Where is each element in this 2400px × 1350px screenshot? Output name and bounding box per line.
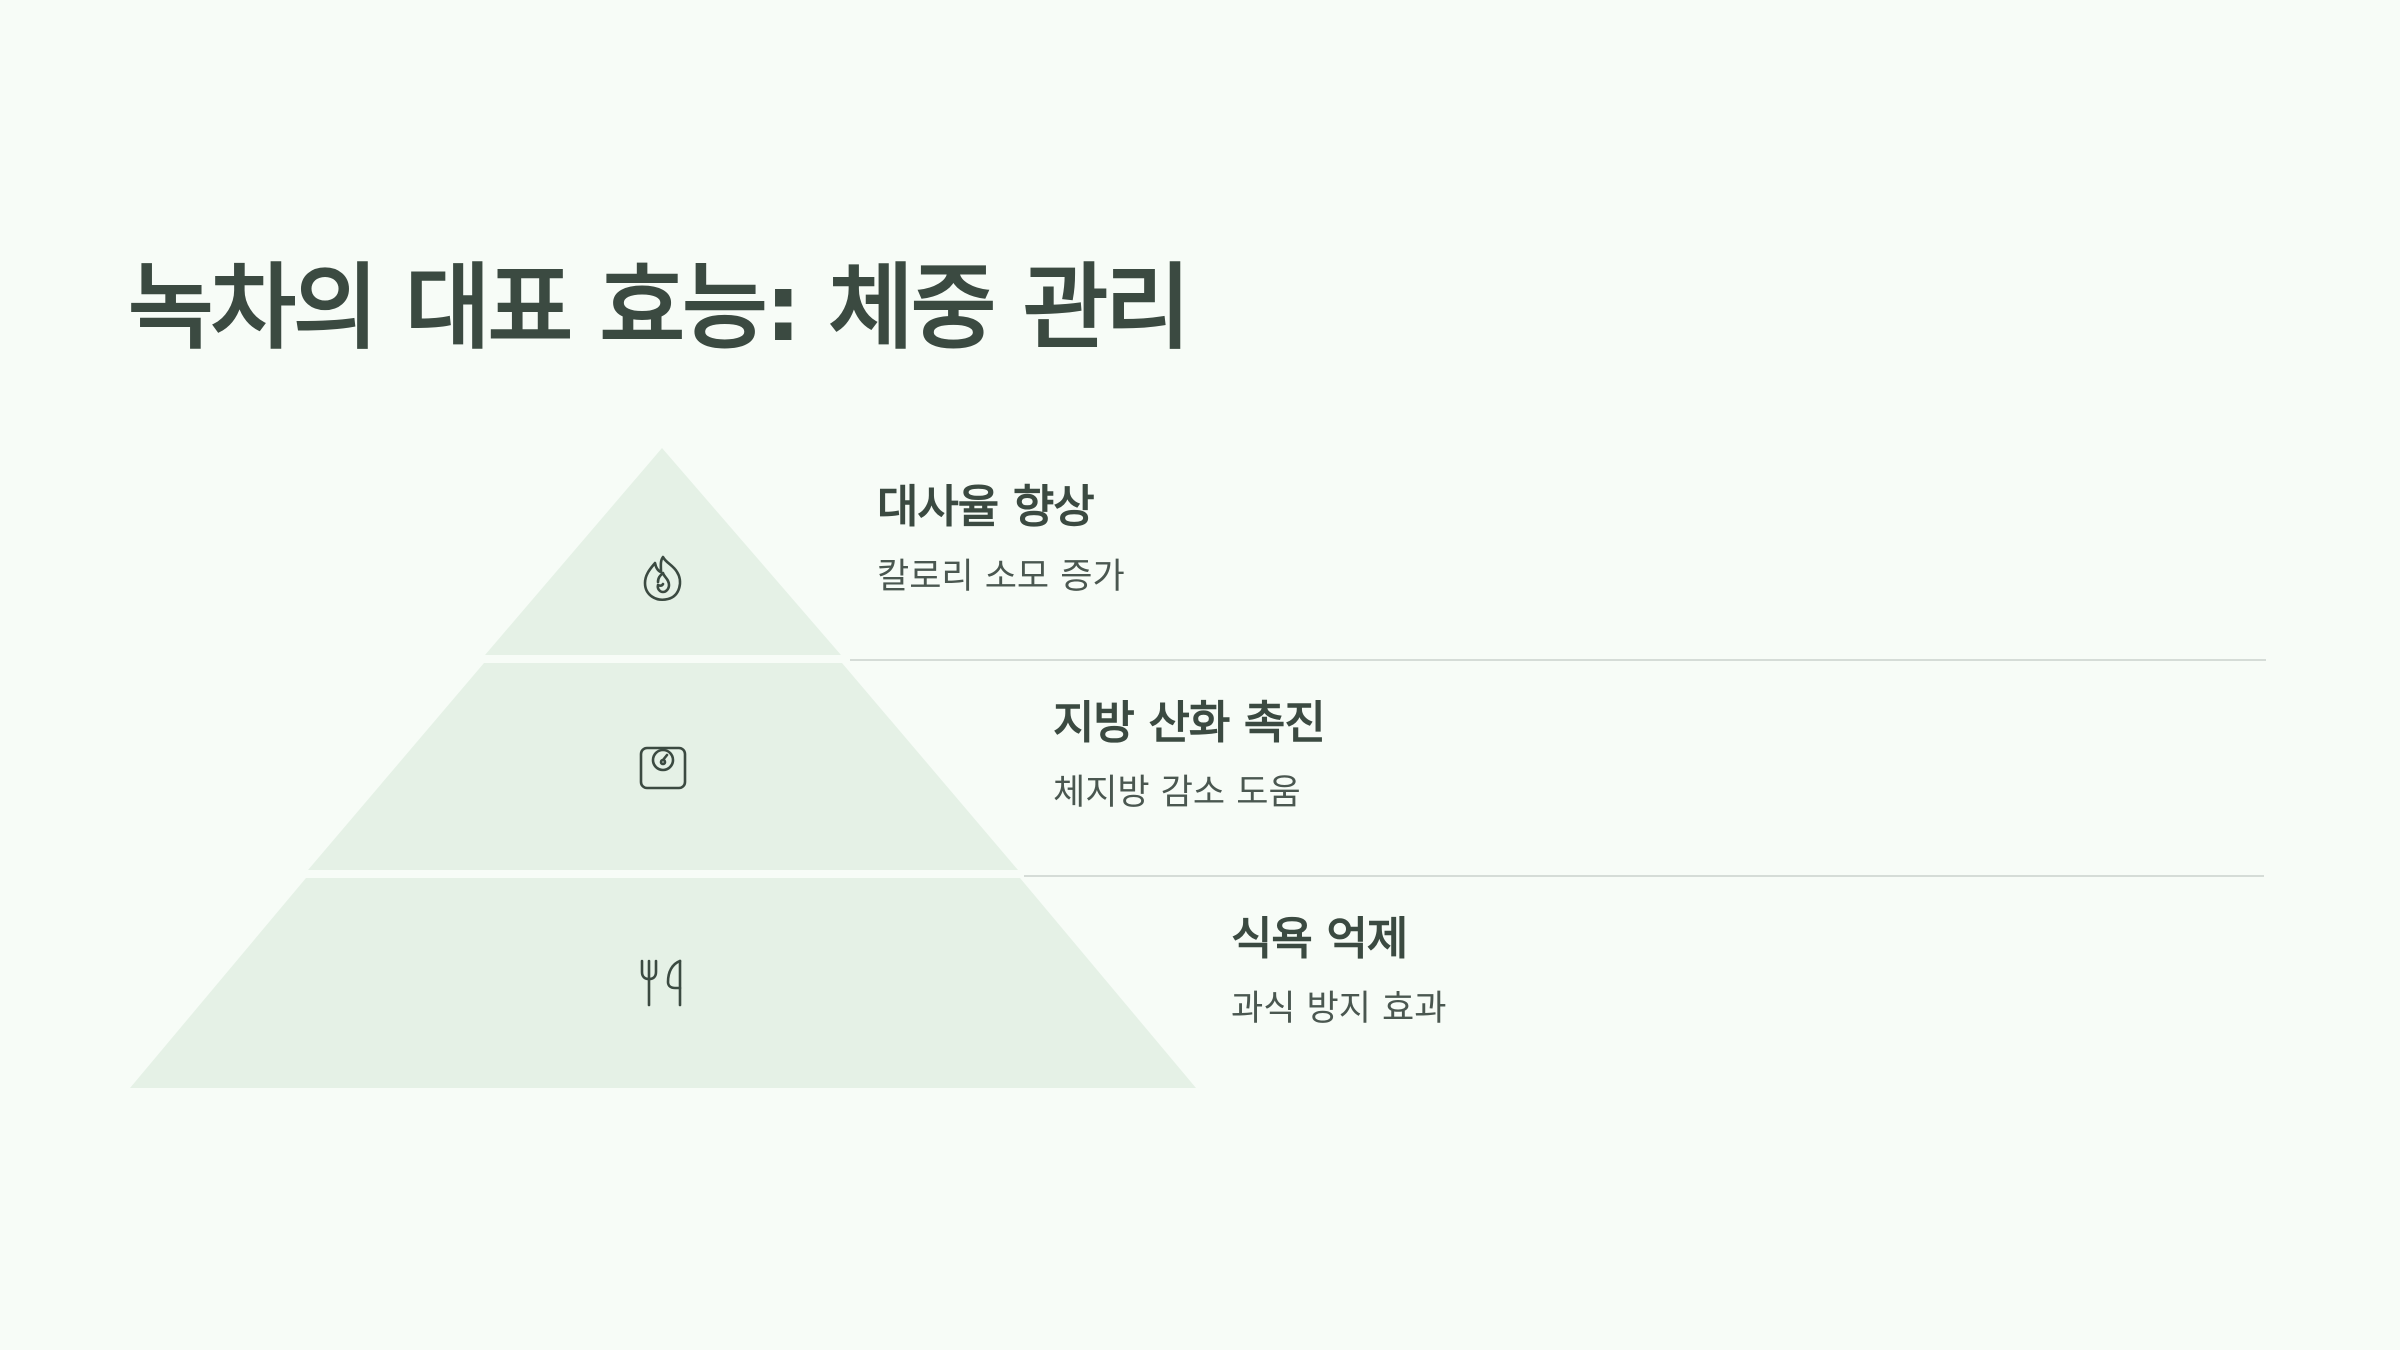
tier-3-description: 과식 방지 효과 <box>1231 989 1447 1029</box>
flame-icon <box>638 553 688 603</box>
tier-3-text: 식욕 억제 과식 방지 효과 <box>1231 912 1446 1030</box>
tier-divider-2 <box>1024 875 2264 877</box>
tier-1-description: 칼로리 소모 증가 <box>877 557 1125 597</box>
pyramid-tier-bottom <box>130 878 1196 1088</box>
tier-3-heading: 식욕 억제 <box>1231 912 1408 965</box>
slide-title: 녹차의 대표 효능: 체중 관리 <box>128 254 1191 362</box>
tier-1-text: 대사율 향상 칼로리 소모 증가 <box>877 480 1125 598</box>
tier-2-heading: 지방 산화 촉진 <box>1053 696 1326 749</box>
pyramid-tier-middle <box>308 663 1018 870</box>
tier-2-text: 지방 산화 촉진 체지방 감소 도움 <box>1053 696 1326 814</box>
pyramid-tier-top <box>485 448 841 655</box>
scale-icon <box>638 743 688 793</box>
fork-knife-icon <box>638 958 688 1008</box>
tier-2-description: 체지방 감소 도움 <box>1053 773 1301 813</box>
tier-1-heading: 대사율 향상 <box>877 480 1095 533</box>
tier-divider-1 <box>850 659 2266 661</box>
